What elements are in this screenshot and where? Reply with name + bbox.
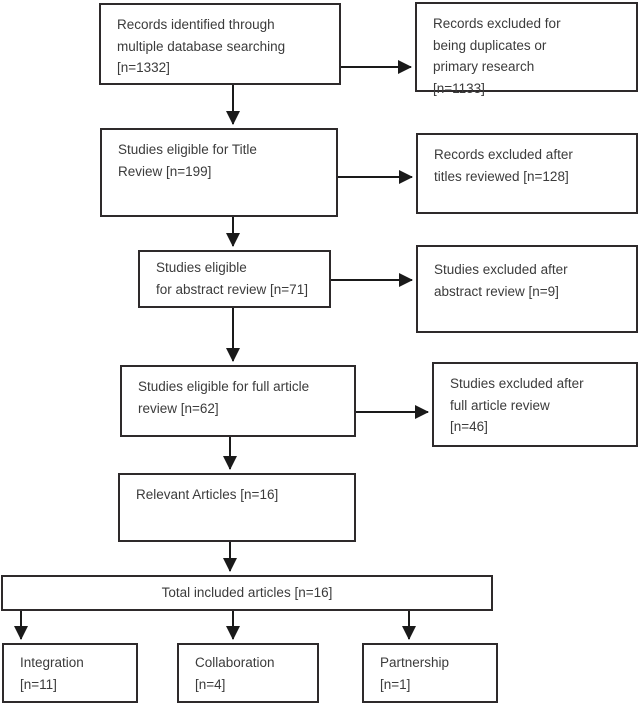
box-excluded-duplicates: Records excluded for being duplicates or… bbox=[415, 2, 638, 96]
box-excluded-after-abstract: Studies excluded after abstract review [… bbox=[416, 245, 638, 333]
box-integration: Integration [n=11] bbox=[2, 643, 138, 703]
box-partnership: Partnership [n=1] bbox=[362, 643, 498, 703]
box-total-included: Total included articles [n=16] bbox=[1, 575, 493, 611]
box-excluded-after-full-article: Studies excluded after full article revi… bbox=[432, 362, 638, 447]
box-title-review: Studies eligible for Title Review [n=199… bbox=[100, 128, 338, 217]
box-excluded-after-titles: Records excluded after titles reviewed [… bbox=[416, 133, 638, 214]
box-relevant-articles: Relevant Articles [n=16] bbox=[118, 473, 356, 542]
box-collaboration: Collaboration [n=4] bbox=[177, 643, 319, 703]
box-full-article-review: Studies eligible for full article review… bbox=[120, 365, 356, 437]
box-records-identified: Records identified through multiple data… bbox=[99, 3, 341, 85]
box-abstract-review: Studies eligible for abstract review [n=… bbox=[138, 250, 331, 308]
